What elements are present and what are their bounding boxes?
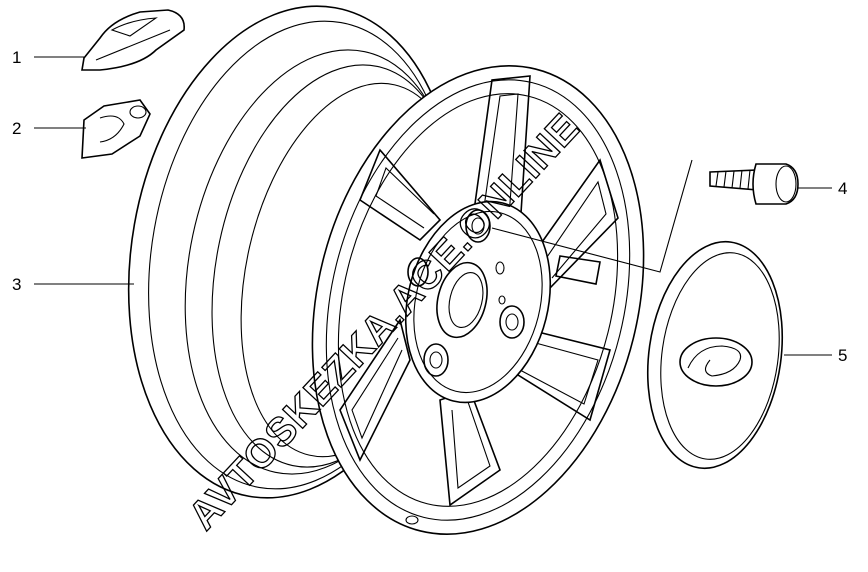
- callout-5: 5: [838, 346, 847, 365]
- callout-2: 2: [12, 119, 21, 138]
- center-cap: [646, 240, 784, 470]
- wheel-hub: [404, 200, 552, 404]
- callout-labels: 1 2 3 4 5: [12, 48, 847, 365]
- brand-emblem-icon: [679, 337, 753, 387]
- callout-1: 1: [12, 48, 21, 67]
- adhesive-weight: [81, 99, 151, 159]
- wheel-spokes: [339, 75, 619, 507]
- valve-hole: [405, 515, 419, 525]
- wheel-rim: [127, 5, 645, 535]
- leader-lines: [34, 56, 832, 356]
- callout-4: 4: [838, 179, 847, 198]
- callout-3: 3: [12, 275, 21, 294]
- wheel-bolt: [709, 163, 799, 205]
- clip-weight: [81, 9, 185, 71]
